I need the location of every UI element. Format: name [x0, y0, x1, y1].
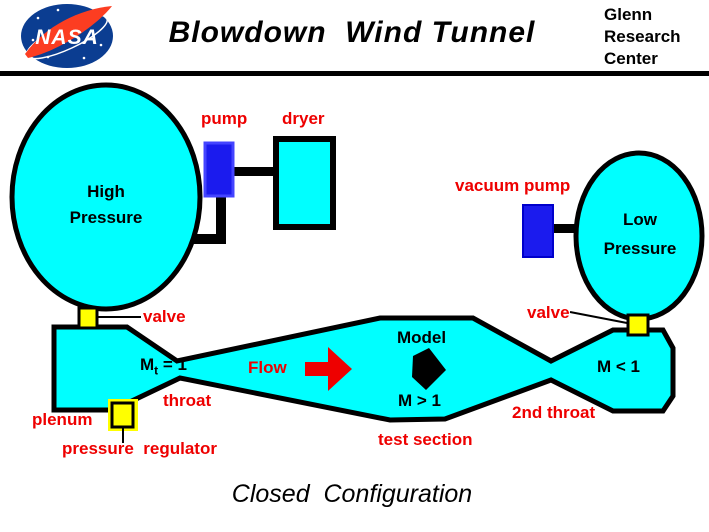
mach-throat-sub: t: [154, 363, 159, 378]
valve-right-square: [626, 313, 650, 337]
header-divider: [0, 71, 709, 76]
flow-arrow-icon: [305, 347, 352, 391]
tunnel-duct: [51, 315, 676, 423]
pump-box: [203, 141, 235, 198]
pressure-regulator-square: [110, 401, 135, 429]
pressure-regulator-label: pressure regulator: [62, 439, 217, 458]
nasa-logo-icon: NASA: [21, 4, 113, 68]
nasa-logo-wordmark: NASA: [35, 26, 99, 49]
mach-throat-label: Mt = 1: [140, 355, 187, 377]
model-shape: [412, 348, 446, 390]
pump-label: pump: [201, 109, 248, 128]
test-section-label: test section: [378, 430, 473, 449]
throat-label: throat: [163, 391, 212, 410]
mach-diffuser-label: M < 1: [597, 357, 640, 376]
vacuum-pump-box: [522, 204, 554, 258]
valve-left-square: [77, 306, 99, 330]
valve-left-label: valve: [143, 307, 186, 326]
configuration-caption: Closed Configuration: [231, 480, 473, 508]
mach-throat-m: M: [140, 355, 155, 374]
valve-right-leader-line: [569, 311, 628, 324]
vacuum-pump-pipe: [553, 224, 578, 233]
vacuum-pump-label: vacuum pump: [455, 176, 571, 195]
high-pressure-label: High Pressure: [69, 182, 143, 227]
org-name: Glenn Research Center: [604, 5, 681, 68]
dryer-label: dryer: [282, 109, 325, 128]
mach-throat-eq: = 1: [158, 355, 188, 374]
high-pressure-tank: [9, 82, 203, 312]
dryer-box: [273, 136, 336, 230]
low-pressure-label: Low Pressure: [603, 210, 677, 258]
page-title: Blowdown Wind Tunnel: [168, 16, 536, 49]
pump-tank-pipe: [193, 194, 226, 244]
pump-dryer-pipe: [233, 167, 277, 176]
valve-right-label: valve: [527, 303, 570, 322]
second-throat-label: 2nd throat: [512, 403, 596, 422]
mach-test-section-label: M > 1: [398, 391, 441, 410]
flow-label: Flow: [248, 358, 287, 377]
model-label: Model: [397, 328, 447, 347]
nasa-logo-swoosh: [25, 6, 112, 58]
plenum-label: plenum: [32, 410, 93, 429]
